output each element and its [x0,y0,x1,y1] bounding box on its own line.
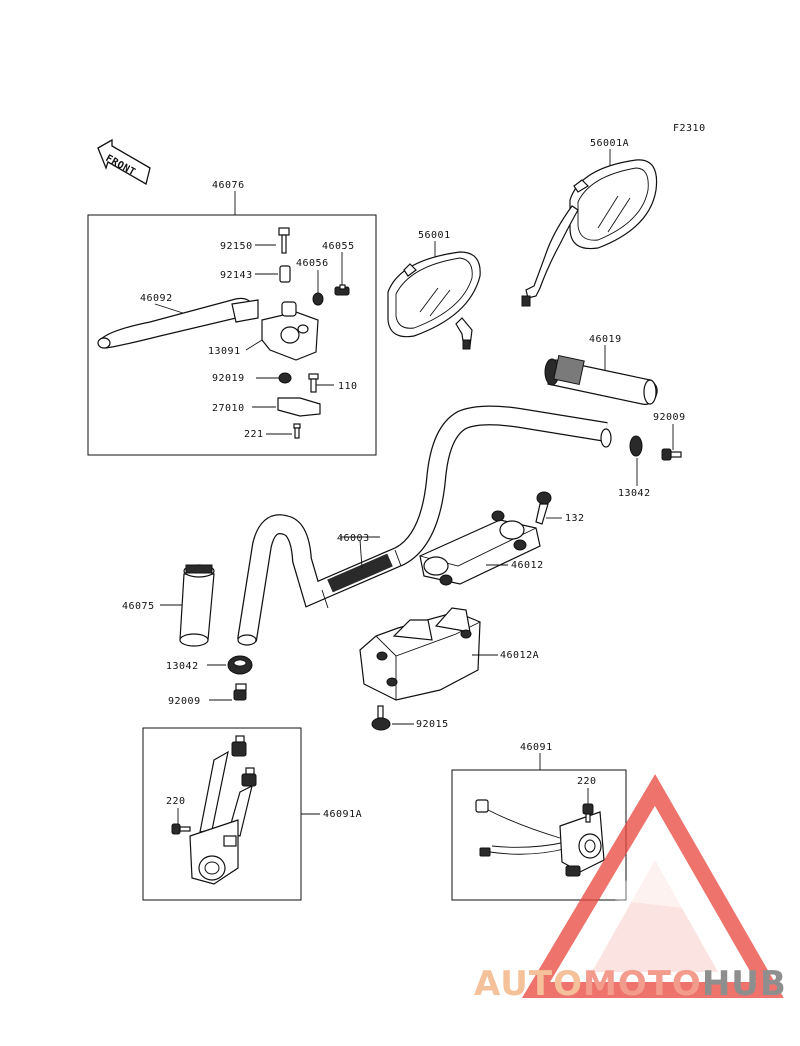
label-92150: 92150 [220,241,253,252]
weight-13042-right [629,435,643,457]
label-46003: 46003 [337,533,370,544]
mirror-right-56001a [521,159,658,307]
label-92009-left: 92009 [168,696,201,707]
clutch-lever-assembly: 46076 92150 92143 46055 46056 46092 [87,180,377,456]
label-13042-left: 13042 [166,661,199,672]
label-46091: 46091 [520,742,553,753]
bolt-92009-left [233,683,247,701]
label-221: 221 [244,429,264,440]
label-13091: 13091 [208,346,241,357]
label-46091A: 46091A [323,809,362,820]
lower-holder-group: 46012A [359,607,539,701]
nut-92015-group: 92015 [371,705,449,731]
label-92009: 92009 [653,412,686,423]
nut-92015 [371,705,391,731]
right-grip-group: 46019 92009 13042 [544,334,686,499]
watermark-auto: AUTO [474,964,583,1004]
upper-holder-group: 46012 [419,510,544,586]
bolt-92009 [661,448,682,461]
watermark-hub: HUB [702,964,787,1004]
label-92019: 92019 [212,373,245,384]
bolt-92150 [278,227,290,254]
left-handlebar-switch-46091a [189,735,257,885]
screw-110 [308,373,319,393]
label-46055: 46055 [322,241,355,252]
screw-220-left [171,823,191,835]
watermark-moto: MOTO [583,964,702,1004]
clutch-assembly-box [87,214,377,456]
svg-text:AUTOMOTOHUB: AUTOMOTOHUB [474,964,787,1004]
left-switch-assembly: 46091A 220 [142,727,362,901]
label-56001A: 56001A [590,138,629,149]
bolt-132 [535,491,552,525]
handlebar-46003: 46003 [237,405,612,646]
label-46012: 46012 [511,560,544,571]
handlebar-holder-46012a [359,607,481,701]
left-grip-46075 [179,564,215,647]
mirror-56001a-group: 56001A [521,138,658,307]
label-27010: 27010 [212,403,245,414]
label-220-right: 220 [577,776,597,787]
label-56001: 56001 [418,230,451,241]
diagram-code: F2310 [673,123,706,134]
label-46075: 46075 [122,601,155,612]
label-92143: 92143 [220,270,253,281]
label-46076: 46076 [212,180,245,191]
screw-221 [293,423,301,439]
label-220-left: 220 [166,796,186,807]
nut-92019 [278,372,292,384]
bolt-132-group: 132 [535,491,585,525]
lever-holder-13091 [261,301,319,361]
label-46092: 46092 [140,293,173,304]
handlebar-holder-46012 [419,510,541,586]
right-handlebar-switch-46091 [475,799,605,877]
label-110: 110 [338,381,358,392]
watermark-triangle-icon [521,774,784,998]
left-grip-group: 46075 13042 92009 [122,564,253,707]
label-46056: 46056 [296,258,329,269]
screw-220-right [582,803,594,823]
throttle-grip-46019 [544,354,658,405]
collar-92143 [279,265,291,283]
screw-46055 [334,284,350,296]
clutch-lever-46092 [97,297,259,349]
label-46019: 46019 [589,334,622,345]
label-46012A: 46012A [500,650,539,661]
label-132: 132 [565,513,585,524]
label-13042-right: 13042 [618,488,651,499]
switch-27010 [277,397,321,417]
automotohub-watermark: AUTOMOTOHUB [474,774,787,1004]
mirror-left-56001 [387,251,481,350]
label-92015: 92015 [416,719,449,730]
mirror-56001-group: 56001 [387,230,481,350]
washer-46056 [312,292,324,306]
front-arrow-icon: FRONT [97,138,151,185]
